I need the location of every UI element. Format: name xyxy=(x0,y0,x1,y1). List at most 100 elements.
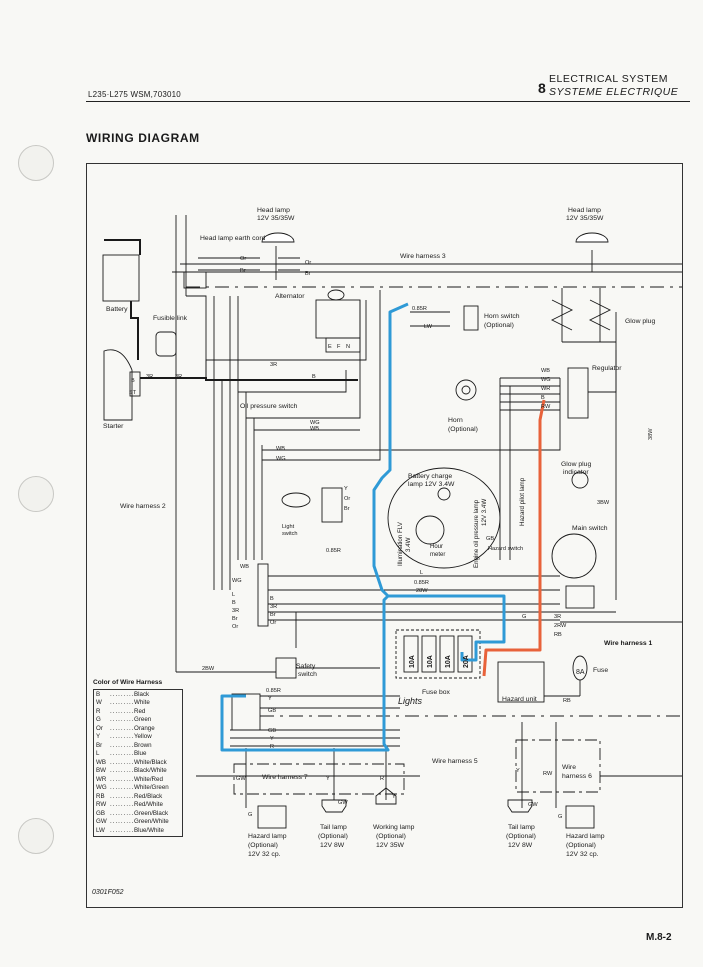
legend-code: WG xyxy=(96,784,107,791)
legend-row: B..........Black xyxy=(96,691,180,700)
diagram-frame xyxy=(86,163,683,908)
legend-code: GW xyxy=(96,818,107,825)
legend-color-name: Blue xyxy=(134,750,147,757)
fuse-8a-symbol xyxy=(572,655,588,681)
label-hazard-lamp-left-rating: 12V 32 cp. xyxy=(248,851,281,858)
legend-row: G..........Green xyxy=(96,716,180,725)
light-switch-symbol xyxy=(321,487,343,523)
legend-row: R..........Red xyxy=(96,708,180,717)
wire-label: 28W xyxy=(416,588,428,594)
label-wire-harness-2: Wire harness 2 xyxy=(120,503,166,510)
label-working-lamp-opt: (Optional) xyxy=(376,833,406,840)
harness-6-box xyxy=(515,739,601,793)
label-hazard-lamp-right: Hazard lamp xyxy=(566,833,605,840)
label-tail-lamp-left-rating: 12V 8W xyxy=(320,842,345,849)
legend-row: Br..........Brown xyxy=(96,742,180,751)
wire-label: N xyxy=(346,344,350,350)
legend-leader: .......... xyxy=(110,699,134,706)
legend-code: Y xyxy=(96,733,101,740)
label-engine-oil-lamp: Engine oil pressure lamp xyxy=(473,499,480,568)
battery-ground-cable xyxy=(104,239,141,255)
glow-plug-symbol xyxy=(550,299,574,331)
wire-label: 3R xyxy=(175,374,182,380)
wire-label: Or xyxy=(240,256,246,262)
working-lamp-symbol xyxy=(375,787,397,805)
binder-hole xyxy=(18,818,54,854)
section-number: 8 xyxy=(538,80,546,96)
label-light-switch-2: switch xyxy=(282,531,298,537)
page-title: WIRING DIAGRAM xyxy=(86,131,200,145)
wire-label-38w: 38W xyxy=(648,428,654,440)
wire-label: Or xyxy=(305,260,311,266)
hour-meter-symbol xyxy=(415,515,445,545)
wire-label: WB xyxy=(310,426,319,432)
legend-row: L..........Blue xyxy=(96,750,180,759)
label-working-lamp: Working lamp xyxy=(373,824,415,831)
legend-table: B..........BlackW..........WhiteR.......… xyxy=(93,688,183,837)
legend-leader: .......... xyxy=(110,758,134,766)
wire-label: 0.85R xyxy=(266,688,281,694)
wire-label: WG xyxy=(310,420,320,426)
wire-line xyxy=(262,378,561,451)
wire-label: GB xyxy=(268,728,276,734)
head-lamp-right-symbol xyxy=(575,232,609,243)
wire-label: Y xyxy=(326,776,330,782)
wire-label: 0.85R xyxy=(326,548,341,554)
legend-color-name: Black/White xyxy=(134,767,167,774)
wire-label: 2RW xyxy=(554,623,567,629)
battery-symbol xyxy=(102,254,140,302)
legend-color-name: Green/Black xyxy=(134,809,169,817)
section-title-fr: SYSTEME ELECTRIQUE xyxy=(549,86,679,98)
label-head-lamp-left-rating: 12V 35/35W xyxy=(257,215,295,222)
wire-label: 0.85R xyxy=(414,580,429,586)
wire-label: B xyxy=(232,600,236,606)
wire-label: 3R xyxy=(270,362,277,368)
legend-leader: .......... xyxy=(110,733,134,740)
legend-row: GW..........Green/White xyxy=(96,818,180,827)
fuse-10a-3 xyxy=(439,635,455,673)
legend-leader: .......... xyxy=(110,690,134,698)
legend-leader: .......... xyxy=(110,792,134,800)
label-battery: Battery xyxy=(106,306,128,313)
wire-label: 3BW xyxy=(597,500,610,506)
label-hour-meter: Hour xyxy=(430,544,443,550)
legend-leader: .......... xyxy=(110,767,134,774)
main-switch-symbol xyxy=(551,533,597,579)
wire-label: Br xyxy=(270,612,276,618)
wire-label: G xyxy=(248,812,252,818)
legend-leader: .......... xyxy=(110,801,134,808)
legend-color-name: Green xyxy=(134,716,152,723)
label-fuse-box: Fuse box xyxy=(422,689,451,696)
legend-color-name: White/Black xyxy=(134,758,167,766)
wire-label: RB xyxy=(554,632,562,638)
wire-label: ST xyxy=(129,390,137,396)
wire-label: Br xyxy=(305,271,311,277)
label-fusible-link: Fusible link xyxy=(153,315,188,322)
legend-code: LW xyxy=(96,826,105,834)
starter-terminal xyxy=(129,371,141,397)
wire-label: E xyxy=(328,344,332,350)
label-wire-harness-6b: harness 6 xyxy=(562,773,592,780)
main-switch-connector xyxy=(565,585,595,609)
wire-label: WB xyxy=(276,446,285,452)
legend-color-name: Green/White xyxy=(134,818,169,825)
wire-label: RW xyxy=(541,404,551,410)
legend-color-name: Red xyxy=(134,707,146,715)
wire-label: G xyxy=(522,614,526,620)
wire-label: WG xyxy=(276,456,286,462)
wire-label: GW xyxy=(528,802,538,808)
legend-leader: .......... xyxy=(110,809,134,817)
wire-label: WB xyxy=(240,564,249,570)
legend-code: GB xyxy=(96,809,105,817)
hazard-unit-symbol xyxy=(497,661,545,703)
fuse-10a-2 xyxy=(421,635,437,673)
wire-line xyxy=(186,295,207,380)
legend-color-name: White xyxy=(134,699,150,706)
legend-row: RB..........Red/Black xyxy=(96,793,180,802)
label-illumination: Illumination FLV xyxy=(397,521,404,566)
legend-row: WR..........White/Red xyxy=(96,776,180,785)
legend-color-name: Brown xyxy=(134,741,152,749)
wire-line xyxy=(262,290,381,461)
harness-7-box xyxy=(233,763,405,795)
